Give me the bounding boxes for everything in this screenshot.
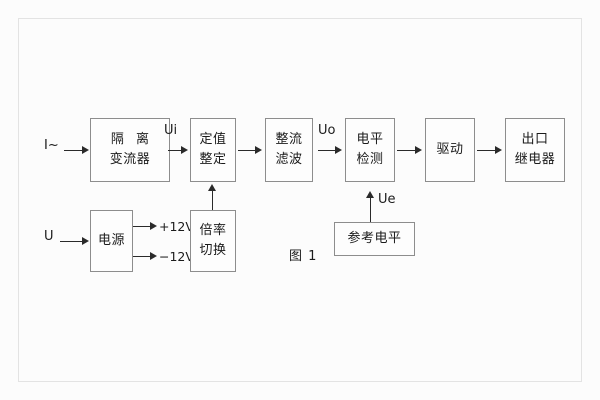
- arrow-setting-to-rectify-icon: [255, 145, 262, 154]
- block-level-detection-line2: 检测: [356, 152, 384, 167]
- block-setting-value[interactable]: 定值 整定: [190, 118, 236, 182]
- connector-voltage-to-power-supply: [60, 241, 83, 242]
- connector-rectify-to-level: [318, 150, 336, 151]
- block-level-detection-line1: 电平: [356, 131, 384, 147]
- arrow-level-to-drive-icon: [415, 145, 422, 154]
- block-output-relay[interactable]: 出口 继电器: [505, 118, 565, 182]
- block-setting-value-line2: 整定: [199, 152, 227, 167]
- block-multiplier-switch-line2: 切换: [199, 243, 227, 258]
- connector-drive-to-output-relay: [477, 150, 496, 151]
- block-level-detection[interactable]: 电平 检测: [345, 118, 395, 182]
- block-rectify-filter-line1: 整流: [275, 131, 303, 147]
- signal-ui-label: Ui: [164, 123, 178, 138]
- block-power-supply-line1: 电源: [97, 232, 125, 248]
- signal-ue-label: Ue: [378, 192, 396, 207]
- connector-current-to-isolation: [64, 150, 83, 151]
- connector-isolation-to-setting: [168, 150, 182, 151]
- block-power-supply[interactable]: 电源: [90, 210, 133, 272]
- input-current-label: I~: [44, 138, 59, 153]
- arrow-rail-positive-icon: [150, 221, 157, 230]
- arrow-rectify-to-level-icon: [335, 145, 342, 154]
- arrow-rail-negative-icon: [150, 251, 157, 260]
- block-reference-level[interactable]: 参考电平: [334, 222, 415, 256]
- connector-setting-to-rectify: [238, 150, 256, 151]
- connector-reference-to-level: [370, 198, 371, 222]
- block-output-relay-line1: 出口: [521, 131, 549, 147]
- rail-negative-label: −12V: [159, 249, 194, 264]
- block-rectify-filter[interactable]: 整流 滤波: [265, 118, 313, 182]
- block-reference-level-line1: 参考电平: [347, 230, 402, 246]
- block-isolation-transformer[interactable]: 隔 离 变流器: [90, 118, 170, 182]
- connector-multiplier-to-setting: [212, 191, 213, 210]
- input-voltage-label: U: [44, 229, 54, 244]
- connector-rail-negative: [133, 256, 152, 257]
- signal-uo-label: Uo: [318, 123, 336, 138]
- block-multiplier-switch[interactable]: 倍率 切换: [190, 210, 236, 272]
- block-setting-value-line1: 定值: [199, 131, 227, 147]
- block-output-relay-line2: 继电器: [514, 152, 556, 167]
- block-multiplier-switch-line1: 倍率: [199, 222, 227, 238]
- figure-caption: 图 1: [289, 249, 318, 264]
- block-rectify-filter-line2: 滤波: [275, 152, 303, 167]
- connector-level-to-drive: [397, 150, 416, 151]
- block-drive-line1: 驱动: [436, 141, 464, 157]
- block-isolation-transformer-line2: 变流器: [109, 152, 151, 167]
- arrow-current-to-isolation-icon: [82, 145, 89, 154]
- diagram-frame: [18, 18, 582, 382]
- arrow-voltage-to-power-supply-icon: [82, 236, 89, 245]
- block-isolation-transformer-line1: 隔 离: [110, 131, 154, 147]
- connector-rail-positive: [133, 226, 152, 227]
- rail-positive-label: +12V: [159, 219, 194, 234]
- arrow-reference-to-level-icon: [366, 191, 375, 198]
- block-drive[interactable]: 驱动: [425, 118, 475, 182]
- arrow-multiplier-to-setting-icon: [208, 184, 217, 191]
- arrow-drive-to-output-relay-icon: [495, 145, 502, 154]
- arrow-isolation-to-setting-icon: [181, 145, 188, 154]
